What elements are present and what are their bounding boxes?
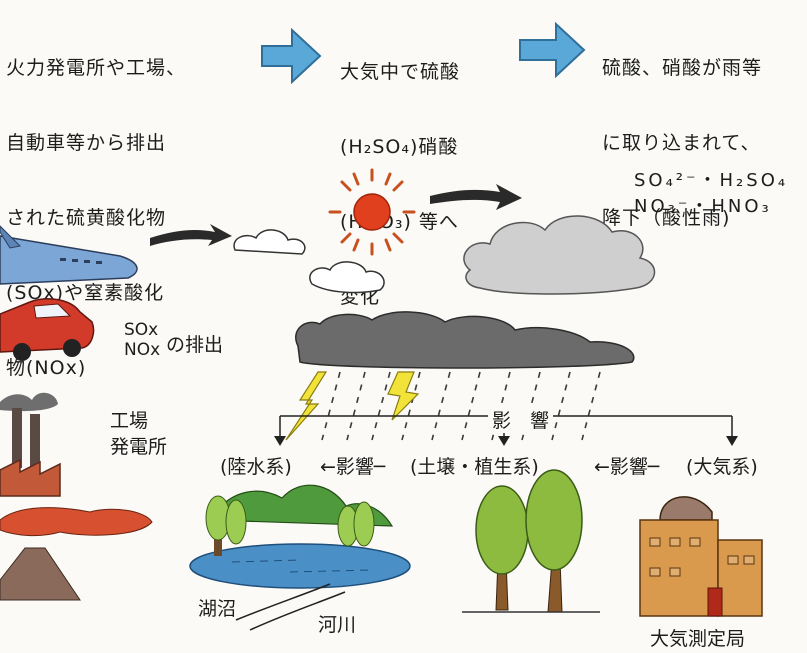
wind-arrow-right [430, 184, 522, 210]
step-3-line: 硫酸、硝酸が雨等 [602, 57, 763, 79]
lake-label: 湖沼 [198, 598, 237, 620]
airplane-icon [0, 225, 138, 285]
cloud-icon [233, 229, 306, 255]
nox-label: NOx [124, 340, 161, 360]
step-1-line: 物(NOx) [6, 357, 87, 379]
chem-formula-2: NO₃⁻・HNO₃ [634, 196, 772, 217]
factory-icon [0, 392, 61, 497]
river-label: 河川 [318, 614, 357, 636]
sox-label: SOx [124, 320, 159, 340]
factory-label-2: 発電所 [110, 436, 168, 458]
emission-label: SOx NOx [124, 320, 160, 360]
volcano-icon [0, 507, 153, 601]
system-water: (陸水系) [220, 456, 292, 478]
emission-text: の排出 [166, 334, 224, 356]
cloud-icon [309, 261, 385, 294]
chem-formula-1: SO₄²⁻・H₂SO₄ [634, 170, 789, 191]
step-3-line: 降下（酸性雨) [602, 207, 731, 229]
sun-icon [328, 168, 416, 256]
step-1-line: された硫黄酸化物 [6, 207, 167, 229]
system-atmos: (大気系) [686, 456, 758, 478]
influence-label: 影 響 [488, 406, 554, 433]
rain-icon [321, 371, 601, 441]
step-2-line: (H₂SO₄)硝酸 [340, 136, 459, 158]
influence-arrow-2: ←影響─ [594, 456, 660, 478]
step-arrow-2 [519, 21, 586, 79]
step-2-line: 大気中で硫酸 [340, 61, 461, 83]
tree-icon [462, 469, 600, 613]
wind-arrow-left [150, 224, 232, 246]
lake-icon [189, 484, 411, 589]
lightning-icon [387, 371, 420, 421]
rain-cloud-icon [295, 311, 635, 369]
influence-arrow-1: ←影響─ [320, 456, 386, 478]
station-label: 大気測定局 [650, 628, 746, 650]
step-arrow-1 [261, 27, 322, 85]
step-2-text: 大気中で硫酸 (H₂SO₄)硝酸 (HNO₃) 等へ 変化 [340, 10, 460, 335]
step-3-line: に取り込まれて、 [602, 132, 761, 154]
grey-cloud-icon [463, 215, 656, 295]
system-soil: (土壌・植生系) [410, 456, 539, 478]
factory-label-1: 工場 [110, 410, 149, 432]
step-3-text: 硫酸、硝酸が雨等 に取り込まれて、 降下（酸性雨) [602, 6, 762, 256]
car-icon [0, 298, 95, 361]
step-1-line: 火力発電所や工場、 [6, 57, 187, 79]
step-1-line: 自動車等から排出 [6, 132, 167, 154]
lightning-icon [285, 371, 328, 441]
station-icon [639, 496, 763, 617]
river-icon [235, 583, 346, 631]
